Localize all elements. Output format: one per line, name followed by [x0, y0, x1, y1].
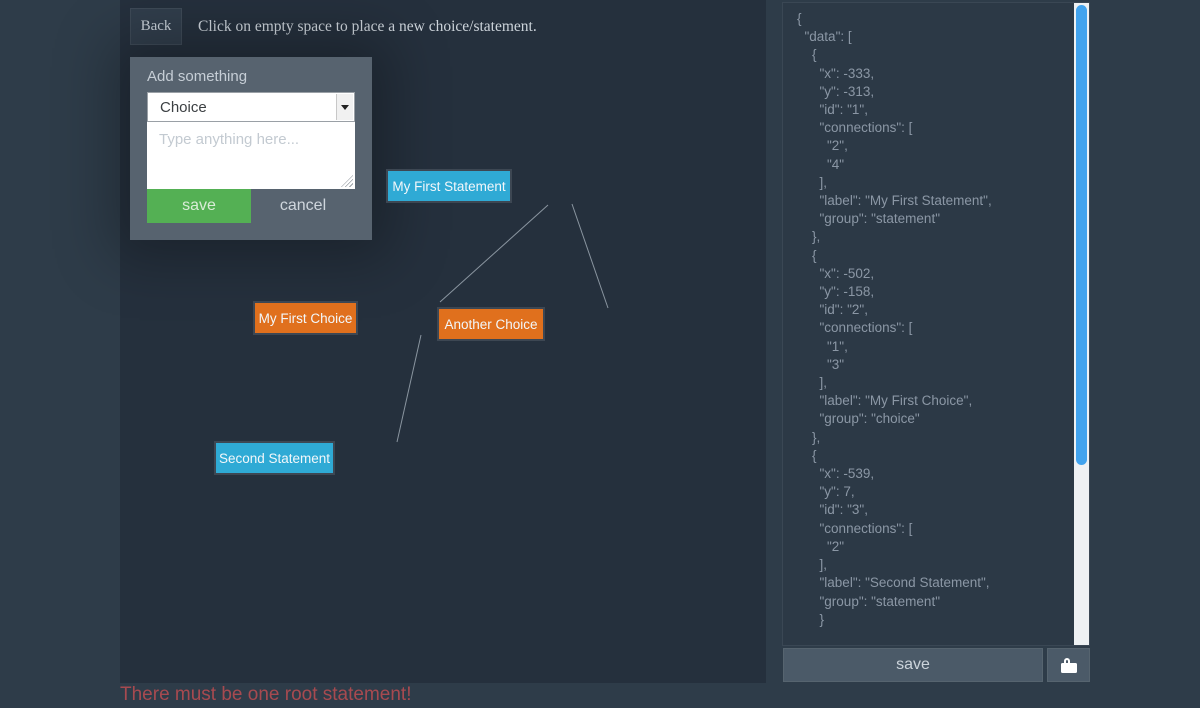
json-source-panel: { "data": [ { "x": -333, "y": -313, "id"…	[782, 2, 1090, 646]
graph-edges	[396, 203, 609, 443]
json-scrollbar-track[interactable]	[1074, 3, 1089, 645]
popup-buttons: save cancel	[147, 189, 355, 223]
save-json-button[interactable]: save	[783, 648, 1043, 682]
graph-node-statement-3[interactable]: Second Statement	[214, 441, 335, 475]
graph-node-statement-1[interactable]: My First Statement	[386, 169, 512, 203]
node-text-input[interactable]: Type anything here...	[147, 122, 355, 189]
add-node-popup: Add something Choice Type anything here.…	[130, 57, 372, 240]
edge	[571, 203, 609, 309]
node-type-selected-value: Choice	[160, 98, 207, 116]
lock-button[interactable]	[1047, 648, 1090, 682]
edge	[396, 334, 422, 443]
node-text-placeholder: Type anything here...	[159, 131, 300, 148]
back-button[interactable]: Back	[130, 8, 182, 45]
chevron-down-icon[interactable]	[336, 94, 353, 120]
graph-node-choice-2[interactable]: My First Choice	[253, 301, 358, 335]
edge	[439, 204, 549, 303]
graph-canvas[interactable]: Back Click on empty space to place a new…	[120, 0, 766, 683]
validation-warning-text: There must be one root statement!	[120, 684, 412, 705]
popup-title: Add something	[147, 68, 248, 85]
node-type-select[interactable]: Choice	[147, 92, 355, 122]
popup-cancel-button[interactable]: cancel	[279, 197, 327, 214]
resize-handle-icon[interactable]	[341, 175, 353, 187]
lock-icon	[1060, 657, 1077, 673]
instruction-text: Click on empty space to place a new choi…	[198, 17, 537, 35]
graph-node-choice-4[interactable]: Another Choice	[437, 307, 545, 341]
json-scrollbar-thumb[interactable]	[1076, 5, 1087, 465]
json-source-textarea[interactable]: { "data": [ { "x": -333, "y": -313, "id"…	[797, 11, 992, 627]
popup-save-button[interactable]: save	[147, 189, 251, 223]
